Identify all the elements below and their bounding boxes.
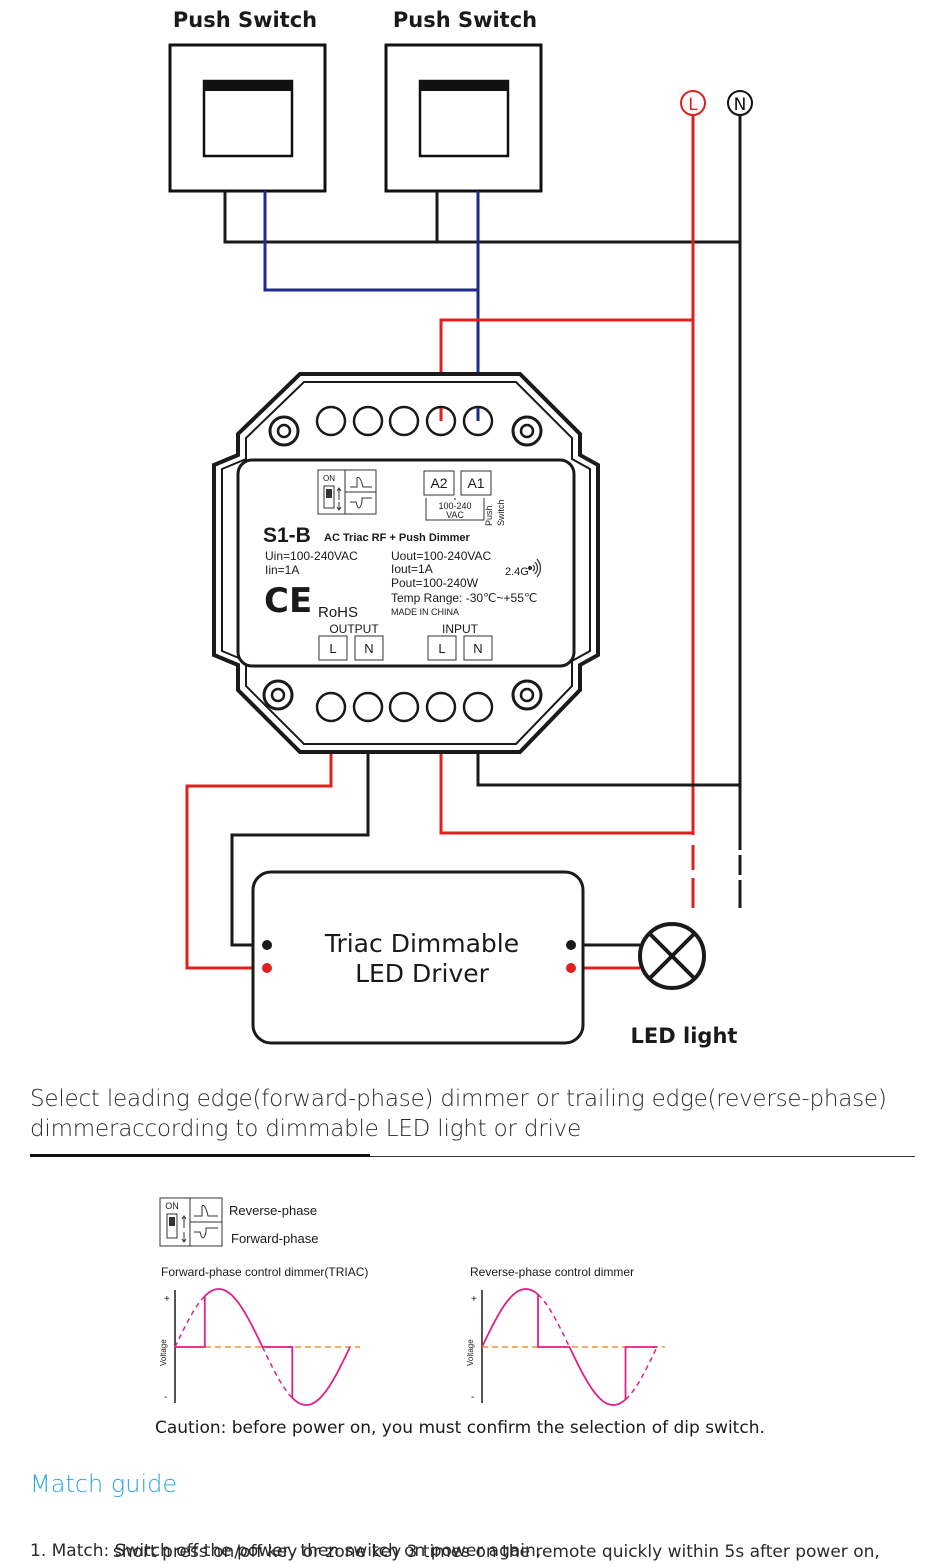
push-word: Push — [484, 505, 494, 526]
a-voltage-unit: VAC — [446, 510, 464, 520]
input-n: N — [473, 641, 482, 656]
dimmer-module: ON A2 A1 100-240 VAC Push Switch S1-B AC… — [212, 372, 600, 754]
switch-word: Switch — [496, 499, 506, 526]
section-rule-thick — [30, 1154, 370, 1157]
switch-common-wire — [223, 191, 740, 244]
wiring-diagram: Push Switch Push Switch L N — [159, 8, 753, 1406]
match-line-2: short press on/off key or zone key 3 tim… — [113, 1542, 880, 1562]
ce-mark: CE — [264, 581, 312, 621]
bottom-terminals — [315, 691, 494, 723]
output-neutral-wire — [230, 722, 370, 947]
output-live-wire — [185, 722, 333, 970]
pout-spec: Pout=100-240W — [391, 576, 479, 590]
reverse-phase-label: Reverse-phase — [229, 1203, 317, 1218]
forward-title: Forward-phase control dimmer(TRIAC) — [161, 1265, 368, 1279]
input-l: L — [438, 641, 445, 656]
live-terminal: L — [680, 90, 706, 116]
led-light-label: LED light — [631, 1024, 738, 1048]
driver-label-1: Triac Dimmable — [324, 929, 519, 958]
reverse-ylabel: Voltage — [466, 1339, 475, 1366]
model-name: AC Triac RF + Push Dimmer — [324, 532, 471, 544]
uin-spec: Uin=100-240VAC — [265, 549, 358, 563]
forward-phase-label: Forward-phase — [231, 1231, 318, 1246]
neutral-label: N — [734, 95, 747, 115]
made-in-label: MADE IN CHINA — [391, 607, 459, 617]
driver-label-2: LED Driver — [355, 959, 490, 988]
terminal-wire-ends — [439, 408, 480, 421]
switch-label-left: Push Switch — [173, 8, 317, 32]
dip-on-label: ON — [323, 474, 335, 483]
temp-spec: Temp Range: -30℃~+55℃ — [391, 591, 537, 605]
wires — [185, 115, 742, 970]
forward-minus: - — [164, 1392, 167, 1403]
a-voltage-label: 100-240 — [438, 501, 471, 511]
input-live-wire — [439, 722, 693, 835]
a2-label: A2 — [430, 475, 447, 491]
iout-spec: Iout=1A — [391, 562, 433, 576]
top-terminals — [315, 405, 494, 437]
legend-on-label: ON — [165, 1201, 179, 1211]
match-guide-title: Match guide — [30, 1470, 178, 1498]
dip-legend: ON Reverse-phase Forward-phase — [159, 1197, 318, 1247]
reverse-minus: - — [471, 1392, 474, 1403]
rf-label: 2.4G — [505, 566, 529, 578]
forward-phase-waveform: Forward-phase control dimmer(TRIAC) + - … — [159, 1265, 368, 1406]
match-line-1: 1. Match: Switch off the power, then swi… — [30, 1541, 542, 1561]
uout-spec: Uout=100-240VAC — [391, 549, 492, 563]
dip-switch-icon: ON — [317, 469, 377, 515]
forward-ylabel: Voltage — [159, 1339, 168, 1366]
caution-text: Caution: before power on, you must confi… — [155, 1418, 765, 1438]
output-n: N — [364, 641, 373, 656]
live-label: L — [688, 95, 698, 115]
push-switch-left — [168, 43, 327, 193]
reverse-title: Reverse-phase control dimmer — [470, 1265, 634, 1279]
reverse-plus: + — [471, 1294, 477, 1305]
iin-spec: Iin=1A — [265, 563, 299, 577]
push-terminals-label: A2 A1 100-240 VAC Push Switch — [423, 470, 506, 526]
led-driver: Triac Dimmable LED Driver — [251, 870, 585, 1045]
section-rule-thin — [370, 1156, 915, 1157]
a1-label: A1 — [467, 475, 484, 491]
wireless-icon — [527, 558, 542, 578]
model-label: S1-B — [263, 524, 311, 547]
reverse-phase-waveform: Reverse-phase control dimmer + - Voltage — [466, 1265, 665, 1406]
switch-label-right: Push Switch — [393, 8, 537, 32]
neutral-terminal: N — [727, 90, 753, 116]
intro-line-2: dimmeraccording to dimmable LED light or… — [30, 1116, 582, 1142]
input-label: INPUT — [442, 622, 479, 636]
rohs-label: RoHS — [318, 604, 358, 621]
output-label: OUTPUT — [329, 622, 379, 636]
output-l: L — [329, 641, 336, 656]
intro-line-1: Select leading edge(forward-phase) dimme… — [30, 1086, 887, 1112]
led-lamp-icon — [638, 922, 706, 990]
switch-signal-wire — [263, 191, 478, 292]
forward-plus: + — [164, 1294, 170, 1305]
push-switch-right — [384, 43, 543, 193]
